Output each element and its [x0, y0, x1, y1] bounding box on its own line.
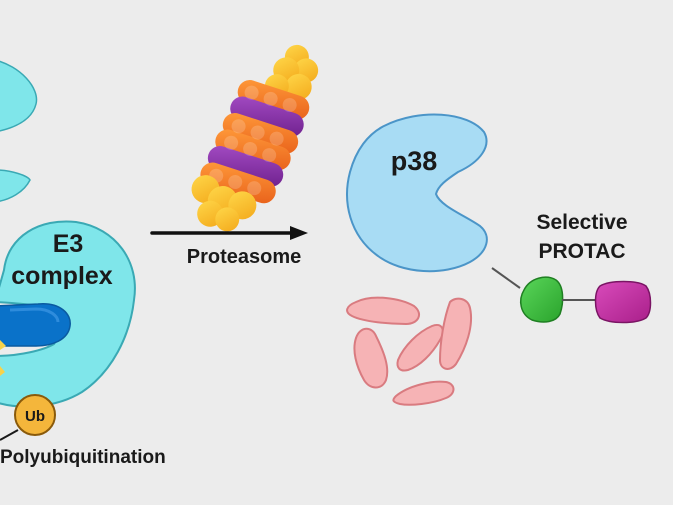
ub-circle [14, 394, 56, 436]
e3-label-line2: complex [11, 262, 113, 290]
cyan-blob-top [0, 60, 38, 132]
spark-mark-2 [0, 366, 5, 376]
proteasome-ring-5 [207, 146, 284, 187]
reaction-arrow-icon [150, 226, 308, 240]
fragment-2 [353, 327, 389, 389]
proteasome-ring-3 [222, 113, 299, 154]
proteasome-ring-2 [230, 96, 304, 137]
e3-ligase-complex-icon [0, 220, 136, 408]
fragment-3 [396, 324, 444, 372]
spark-mark [0, 340, 6, 350]
proteasome-ring-4 [215, 129, 291, 171]
proteasome-label: Proteasome [187, 246, 302, 268]
p38-kinase-pacman-icon [346, 113, 488, 273]
protac-e3-ligand [594, 280, 652, 324]
peptide-fragment-icon [346, 296, 472, 406]
ubiquitin-icon: Ub [0, 394, 56, 441]
proteasome-ring-1 [237, 80, 310, 120]
p38-body [346, 113, 488, 273]
fragment-4 [438, 297, 472, 370]
cyan-blob-middle [0, 169, 31, 202]
fragment-1 [346, 296, 421, 326]
protac-label-line1: Selective [536, 211, 627, 234]
protac-warhead [519, 276, 564, 323]
protac-linker-left [491, 267, 521, 289]
e3-label-line1: E3 [53, 230, 84, 258]
fragment-5 [392, 380, 455, 406]
polyubiquitination-label: Polyubiquitination [0, 447, 166, 468]
cyan-partial-shapes [0, 60, 38, 202]
ub-label: Ub [25, 408, 45, 425]
proteasome-ring-6 [200, 162, 276, 204]
protac-molecule-icon [491, 267, 652, 324]
p38-label: p38 [391, 146, 438, 176]
protac-label-line2: PROTAC [538, 240, 625, 263]
proteasome-bottom-cap [191, 175, 257, 232]
proteasome-stack-icon [191, 44, 319, 232]
